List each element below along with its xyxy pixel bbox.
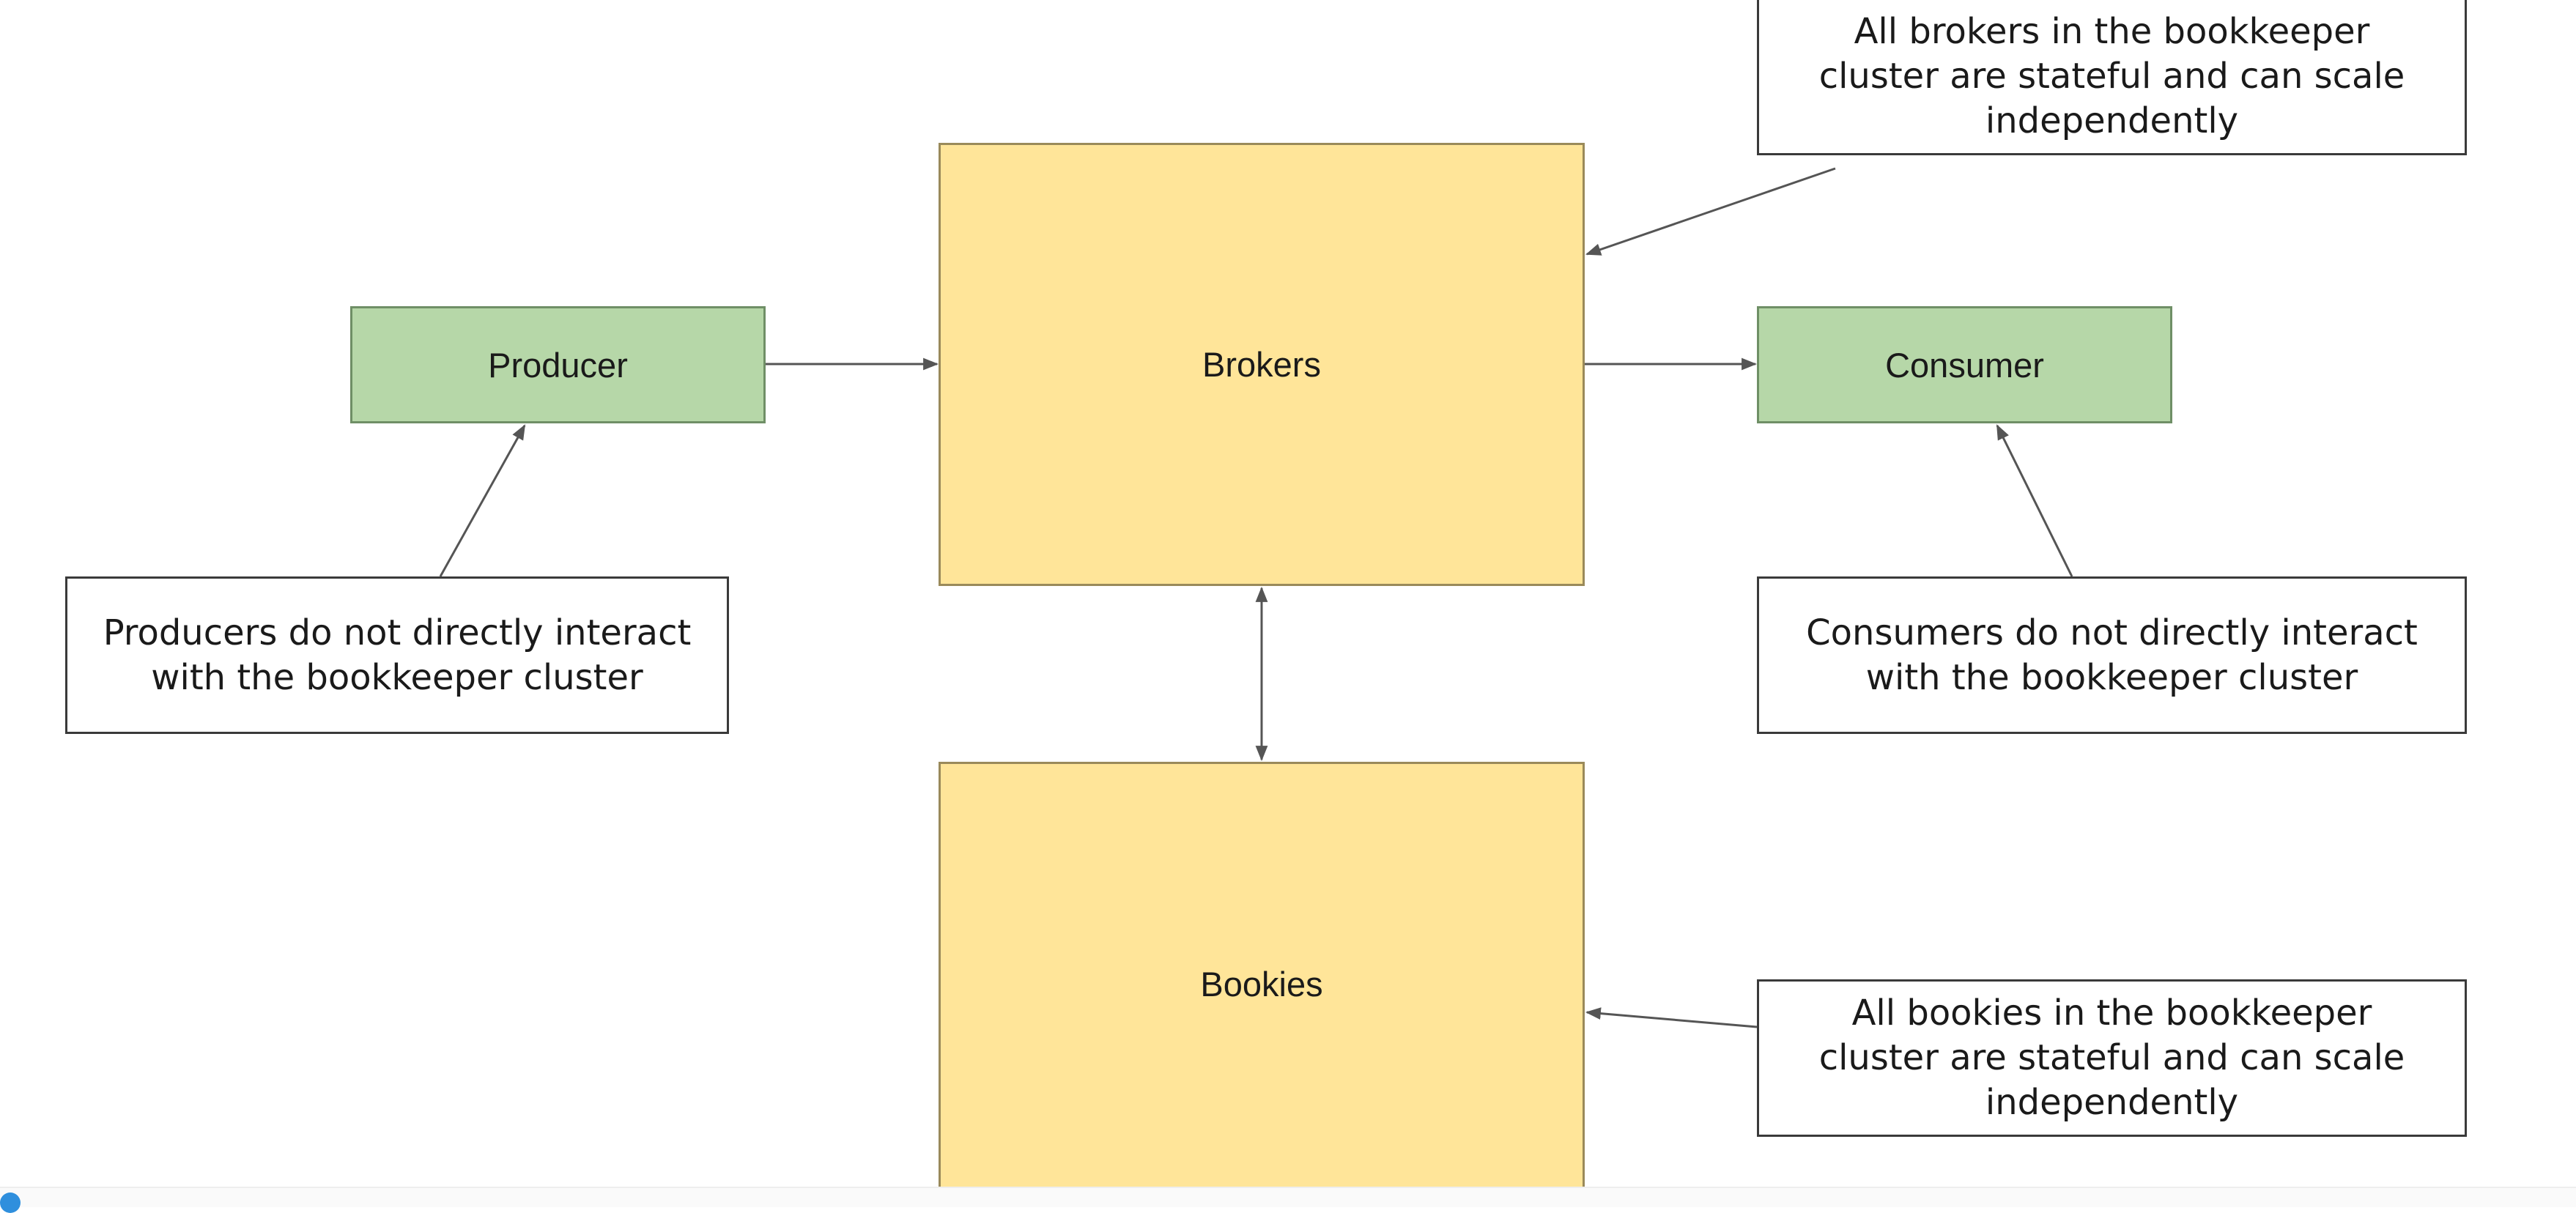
producer-label: Producer [488, 345, 628, 385]
brokers-note-line: cluster are stateful and can scale [1818, 55, 2405, 97]
brokers-note: All brokers in the bookkeeper cluster ar… [1757, 0, 2467, 155]
consumers-note-line: with the bookkeeper cluster [1865, 656, 2358, 698]
bookies-note-line: independently [1985, 1082, 2239, 1123]
producers-note: Producers do not directly interact with … [65, 576, 729, 734]
producers-note-arrow [439, 424, 526, 577]
corner-logo-icon [0, 1192, 21, 1213]
consumer-node: Consumer [1757, 306, 2172, 423]
brokers-node: Brokers [939, 143, 1585, 586]
bookies-note-line: All bookies in the bookkeeper [1851, 993, 2372, 1034]
producer-node: Producer [350, 306, 766, 423]
consumer-label: Consumer [1885, 345, 2044, 385]
bottom-strip [0, 1187, 2576, 1207]
bookies-node: Bookies [939, 762, 1585, 1206]
consumers-note-arrow [1996, 424, 2073, 577]
consumers-note-line: Consumers do not directly interact [1806, 612, 2418, 653]
bookies-note: All bookies in the bookkeeper cluster ar… [1757, 979, 2467, 1137]
bookies-label: Bookies [1200, 964, 1323, 1004]
brokers-note-line: independently [1985, 100, 2239, 141]
brokers-label: Brokers [1202, 345, 1321, 384]
brokers-note-line: All brokers in the bookkeeper [1854, 10, 2370, 52]
producers-note-line: with the bookkeeper cluster [151, 656, 643, 698]
bookies-note-line: cluster are stateful and can scale [1818, 1037, 2405, 1078]
consumers-note: Consumers do not directly interact with … [1757, 576, 2467, 734]
bookies-note-arrow [1585, 1007, 1758, 1028]
brokers-note-arrow [1585, 167, 1836, 256]
producers-note-line: Producers do not directly interact [103, 612, 692, 653]
